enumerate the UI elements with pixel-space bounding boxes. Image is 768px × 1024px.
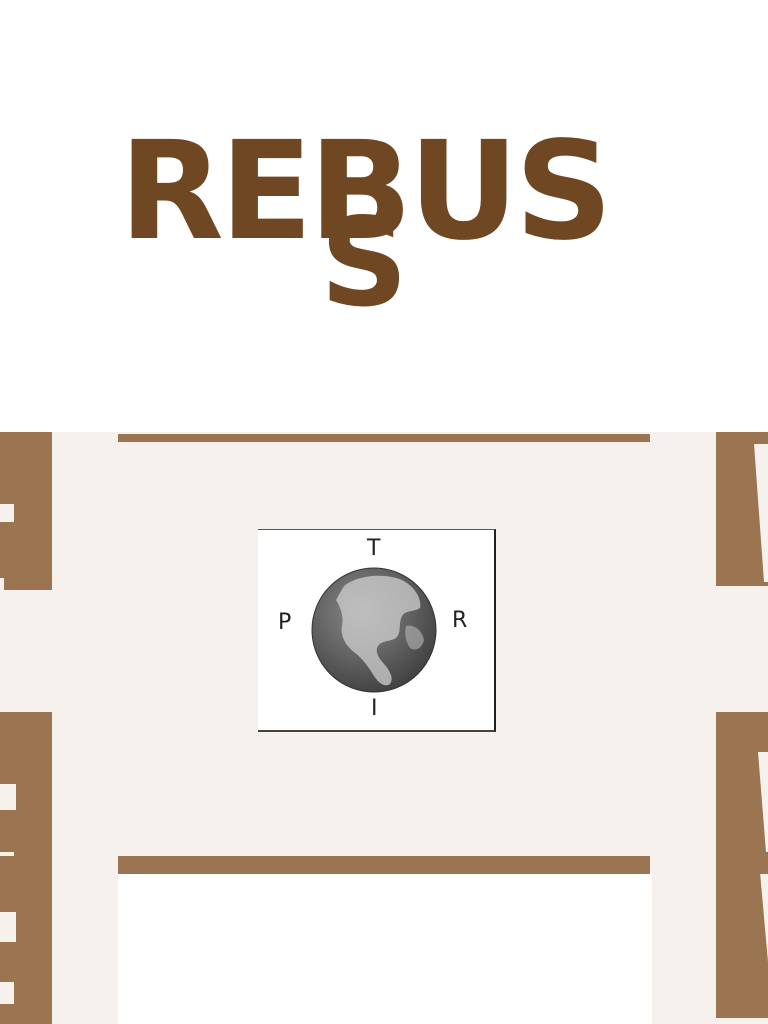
slide-title-sub-letter: S bbox=[320, 192, 408, 334]
right-decor-shape-top bbox=[716, 432, 768, 586]
frame-left-stub bbox=[0, 856, 14, 874]
puzzle-letter-top: T bbox=[367, 536, 381, 561]
slide-title: REBUS bbox=[119, 113, 613, 271]
right-decor-shape-bottom bbox=[716, 712, 768, 1018]
globe-icon bbox=[311, 567, 437, 693]
puzzle-letter-bottom: I bbox=[371, 696, 378, 721]
frame-bottom-bar bbox=[118, 856, 650, 874]
rebus-puzzle-card: T P R I bbox=[258, 529, 496, 732]
puzzle-letter-left: P bbox=[278, 610, 292, 635]
left-decor-shape-top bbox=[0, 432, 52, 590]
frame-top-bar bbox=[118, 434, 650, 442]
puzzle-letter-right: R bbox=[452, 608, 468, 633]
left-decor-shape-bottom bbox=[0, 712, 52, 1024]
